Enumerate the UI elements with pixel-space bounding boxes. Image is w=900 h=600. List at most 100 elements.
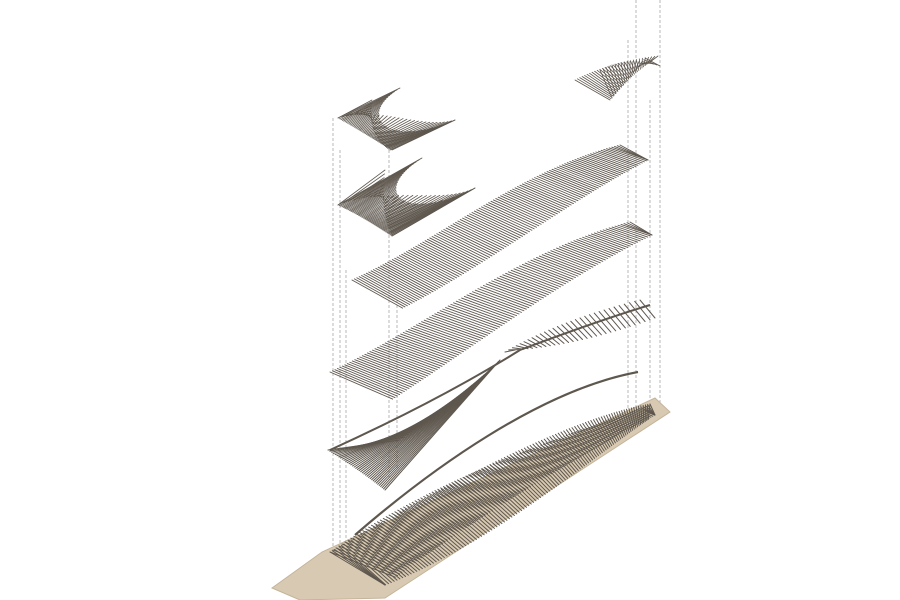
strand	[348, 174, 403, 211]
strand	[346, 363, 410, 389]
strand	[608, 307, 626, 329]
strand	[587, 154, 630, 171]
weave-strand	[365, 530, 415, 574]
weave-strand	[535, 442, 569, 479]
strand	[344, 364, 408, 391]
strand	[366, 352, 429, 377]
strand	[502, 194, 554, 218]
weave-strand	[428, 493, 474, 524]
strand	[497, 196, 549, 221]
strand	[464, 216, 516, 242]
weave-strand	[469, 474, 515, 516]
weave-strand	[452, 483, 500, 526]
strand	[457, 220, 509, 246]
strand	[365, 197, 401, 220]
strand	[359, 189, 397, 217]
weave-strand	[590, 420, 609, 449]
strand	[483, 205, 535, 230]
strand	[588, 234, 626, 250]
strand	[596, 69, 621, 89]
strand	[614, 63, 622, 88]
weave-strand	[640, 405, 643, 425]
strand	[593, 232, 631, 247]
strand	[382, 264, 434, 293]
strand	[624, 61, 634, 76]
strand	[541, 254, 586, 273]
strand	[541, 173, 590, 195]
strand	[519, 265, 567, 285]
weave-strand	[400, 508, 451, 540]
strand	[579, 237, 619, 254]
strand	[369, 351, 431, 375]
strand	[389, 192, 461, 232]
weave-strand	[391, 516, 443, 560]
strand	[628, 302, 646, 323]
weave-strand	[587, 421, 607, 451]
strand	[424, 240, 476, 267]
weave-strand	[515, 451, 553, 490]
strand	[527, 339, 542, 348]
strand	[376, 119, 412, 138]
strand	[514, 187, 565, 210]
strand	[364, 353, 426, 378]
strand	[429, 237, 481, 264]
strand	[447, 305, 503, 326]
weave-strand	[362, 532, 412, 575]
weave-strand	[405, 504, 455, 536]
strand	[415, 245, 467, 273]
strand	[363, 273, 415, 303]
strand	[561, 164, 608, 184]
strand	[502, 274, 552, 294]
strand	[343, 94, 391, 122]
strand	[354, 110, 372, 116]
strand	[358, 116, 380, 131]
strand	[480, 286, 532, 307]
strand	[437, 311, 493, 333]
weave-strand	[403, 506, 453, 538]
weave-strand	[486, 465, 530, 507]
weave-strand	[360, 533, 409, 576]
layer-upper-cone	[337, 87, 456, 151]
weave-strand	[455, 481, 503, 525]
strand	[596, 231, 634, 246]
strand	[383, 195, 390, 203]
weave-strand	[417, 498, 465, 530]
weave-strand	[370, 527, 421, 571]
strand	[481, 206, 533, 231]
strand	[357, 114, 380, 130]
strand	[341, 365, 405, 392]
weave-strand	[509, 454, 549, 494]
strand	[626, 61, 629, 80]
strand	[389, 193, 457, 231]
weave-strand	[472, 472, 518, 515]
strand	[341, 93, 393, 121]
strand	[380, 265, 432, 294]
strand	[434, 313, 491, 335]
weave-strand	[426, 496, 477, 540]
strand	[382, 121, 434, 146]
strand	[350, 108, 372, 116]
strand	[384, 194, 409, 213]
strand	[473, 210, 526, 236]
strand	[536, 256, 581, 276]
weave-strand	[503, 459, 538, 483]
strand	[374, 348, 436, 372]
strand	[492, 199, 544, 224]
weave-strand	[411, 501, 460, 533]
weave-strand	[343, 543, 389, 585]
weave-strand	[582, 422, 603, 454]
weave-strand	[348, 540, 395, 582]
strand	[378, 120, 419, 141]
strand	[588, 314, 607, 335]
weave-strand	[443, 487, 493, 531]
strand	[594, 70, 620, 90]
weave-strand	[523, 447, 560, 486]
strand	[524, 182, 574, 204]
woven-strand-mat	[329, 403, 656, 586]
strand	[521, 264, 569, 283]
strand	[634, 300, 651, 321]
strand	[337, 87, 401, 119]
weave-strand	[466, 475, 513, 518]
strand	[459, 219, 512, 245]
strand	[373, 116, 392, 131]
